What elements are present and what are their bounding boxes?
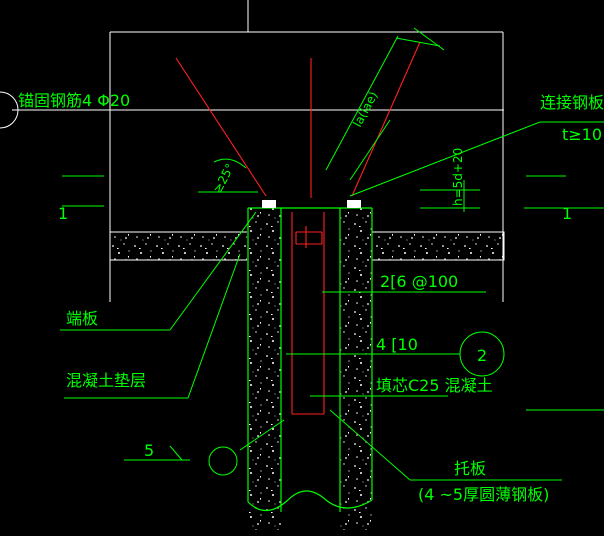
anchor-length-label: la(lae) xyxy=(350,89,380,129)
circle-two-label: 2 xyxy=(477,346,487,365)
h-formula-label: h=5d+20 xyxy=(451,148,465,206)
angle-label: ≥25° xyxy=(210,161,237,195)
support-plate-note: (4 ~5厚圆薄钢板) xyxy=(418,485,549,504)
end-plate-label: 端板 xyxy=(66,309,98,328)
section-marker-circle xyxy=(0,91,19,129)
support-plate-label: 托板 xyxy=(454,459,486,478)
thickness-label: t≥10 xyxy=(562,125,602,144)
leader-lines xyxy=(60,27,604,481)
section-mark-right: 1 xyxy=(562,204,572,223)
reinforcement-bars xyxy=(175,41,421,415)
bar-four-label: 4 [10 xyxy=(376,335,418,354)
pile-body xyxy=(247,200,373,530)
stirrup-label: 2[6 @100 xyxy=(380,272,458,291)
section-mark-left: 1 xyxy=(58,204,68,223)
connect-plate-label: 连接钢板 xyxy=(540,93,604,112)
five-label: 5 xyxy=(144,441,154,460)
anchor-bar-label: 锚固钢筋4 Φ20 xyxy=(18,91,130,110)
core-fill-label: 填芯C25 混凝土 xyxy=(376,376,493,395)
cushion-label: 混凝土垫层 xyxy=(66,371,146,390)
